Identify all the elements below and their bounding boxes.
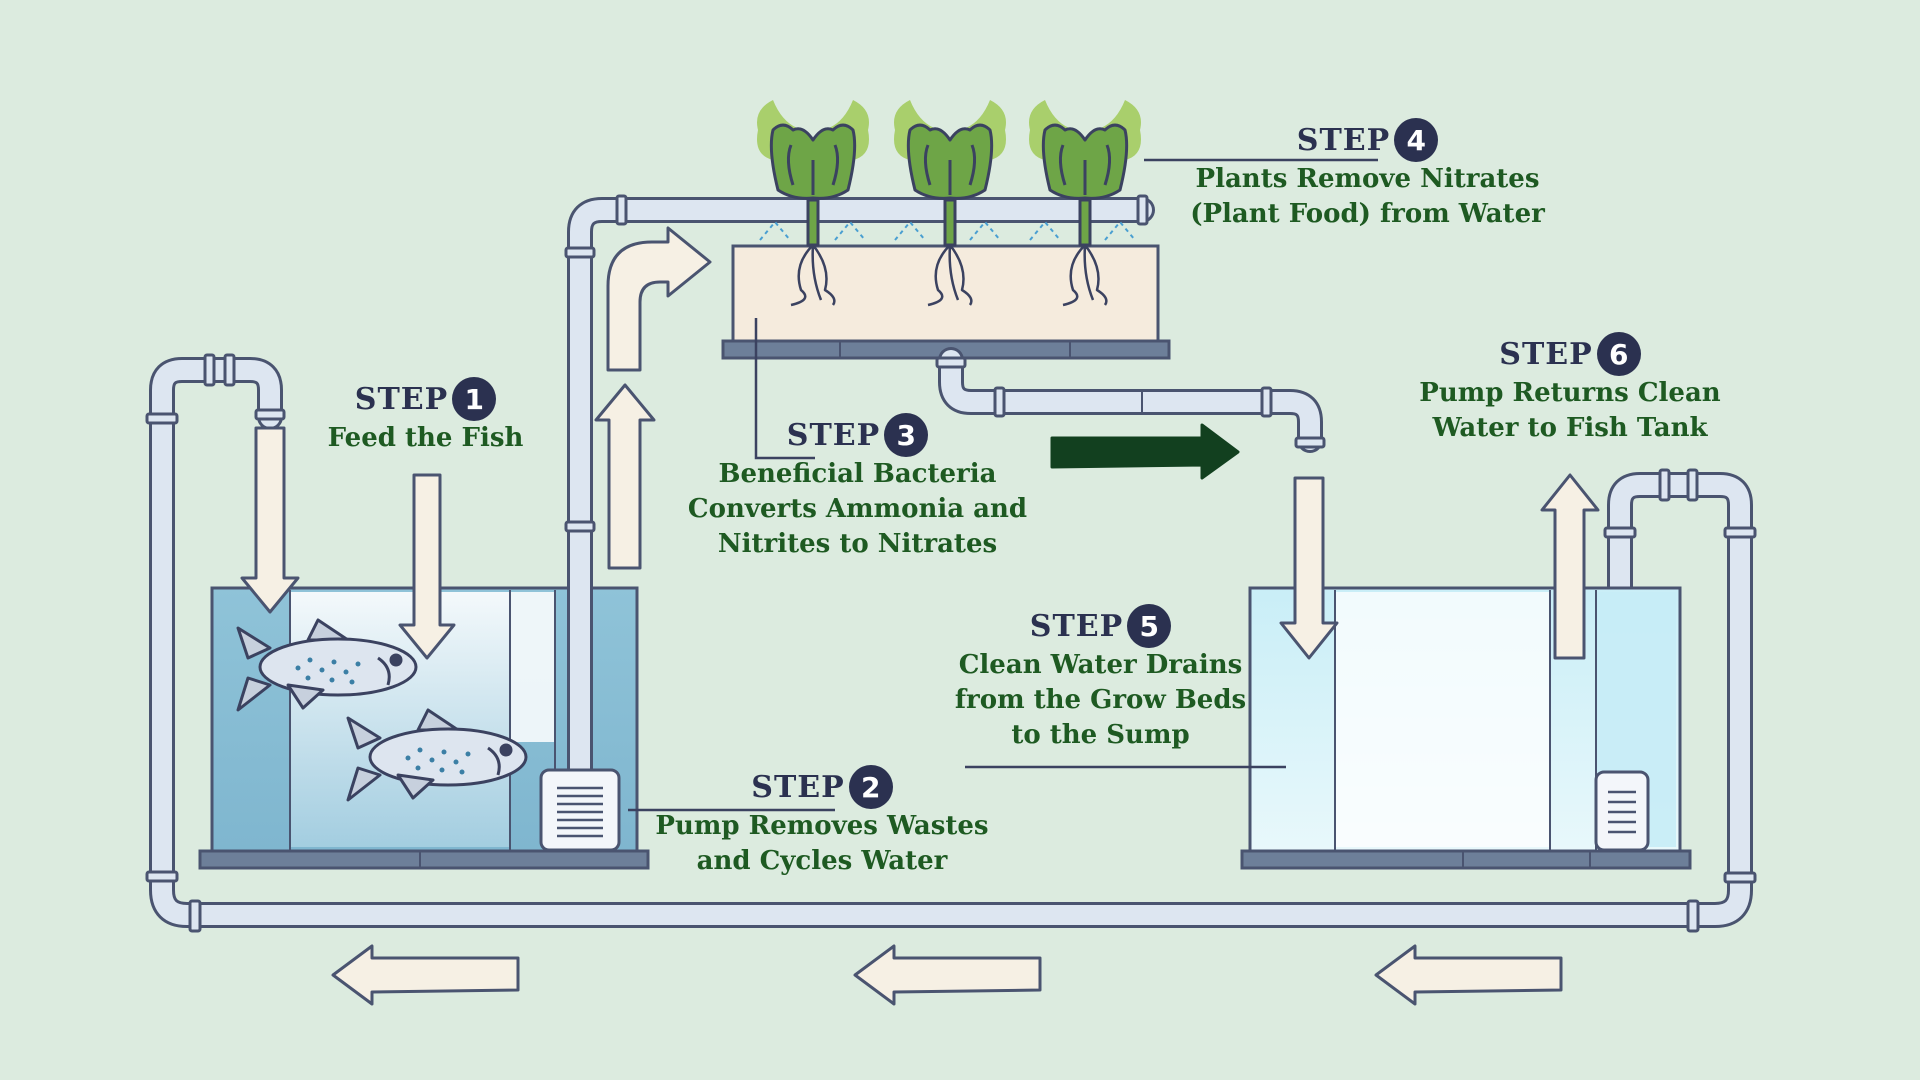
pump-fish-tank [539, 768, 621, 852]
step-5-header: STEP 5 [1029, 604, 1172, 648]
step-4-header: STEP 4 [1296, 118, 1439, 162]
step-4-word: STEP [1296, 122, 1391, 158]
step-6-description: Pump Returns Clean Water to Fish Tank [1405, 376, 1735, 446]
step-5-line: Clean Water Drains [958, 650, 1243, 680]
step-6-line: Water to Fish Tank [1432, 413, 1708, 443]
riser-collars [564, 194, 1149, 533]
step-5-word: STEP [1029, 608, 1124, 644]
step-4-description: Plants Remove Nitrates (Plant Food) from… [1180, 162, 1555, 232]
step-5-line: to the Sump [1011, 720, 1190, 750]
step-2-line: and Cycles Water [696, 846, 948, 876]
step-2-number: 2 [848, 765, 893, 809]
return-pipe [149, 357, 1753, 928]
step-3-line: Converts Ammonia and [687, 494, 1028, 524]
step-4-number: 4 [1394, 118, 1439, 162]
step-3-line: Nitrites to Nitrates [717, 529, 998, 559]
step-1-word: STEP [354, 381, 449, 417]
plants [757, 100, 1141, 307]
step-6-word: STEP [1499, 336, 1593, 372]
drain-pipe [938, 347, 1323, 453]
sump-tank [1240, 586, 1692, 870]
step-2-line: Pump Removes Wastes [655, 811, 989, 841]
step-1-line: Feed the Fish [327, 423, 524, 453]
dark-flow-arrow [1050, 423, 1240, 480]
step-6: STEP 6 Pump Returns Clean Water to Fish … [1405, 332, 1735, 446]
step-4-line: Plants Remove Nitrates [1195, 164, 1540, 194]
step-1: STEP 1 Feed the Fish [318, 377, 533, 456]
step-3-description: Beneficial Bacteria Converts Ammonia and… [680, 457, 1035, 562]
riser-pipe [567, 197, 1155, 793]
step-3-word: STEP [786, 417, 881, 453]
step-3-number: 3 [884, 413, 929, 457]
step-1-number: 1 [452, 377, 497, 421]
fish [236, 618, 528, 802]
pump-sump [1594, 770, 1650, 852]
step-5-number: 5 [1127, 604, 1172, 648]
step-3: STEP 3 Beneficial Bacteria Converts Ammo… [680, 413, 1035, 562]
pipe-collars [145, 353, 1757, 933]
step-2-description: Pump Removes Wastes and Cycles Water [652, 809, 992, 879]
step-4: STEP 4 Plants Remove Nitrates (Plant Foo… [1180, 118, 1555, 232]
step-5-description: Clean Water Drains from the Grow Beds to… [938, 648, 1263, 753]
step-6-number: 6 [1596, 332, 1641, 376]
step-6-line: Pump Returns Clean [1419, 378, 1721, 408]
step-3-header: STEP 3 [786, 413, 929, 457]
step-5-line: from the Grow Beds [954, 685, 1247, 715]
step-6-header: STEP 6 [1499, 332, 1641, 376]
step-3-line: Beneficial Bacteria [718, 459, 997, 489]
step-2-header: STEP 2 [751, 765, 893, 809]
step-5: STEP 5 Clean Water Drains from the Grow … [938, 604, 1263, 753]
drain-collars [935, 356, 1326, 449]
step-1-description: Feed the Fish [318, 421, 533, 456]
step-1-header: STEP 1 [354, 377, 497, 421]
flow-arrows [240, 226, 1600, 1006]
step-2-word: STEP [751, 769, 845, 805]
step-4-line: (Plant Food) from Water [1190, 199, 1545, 229]
step-2: STEP 2 Pump Removes Wastes and Cycles Wa… [652, 765, 992, 879]
leader-lines [628, 158, 1378, 812]
